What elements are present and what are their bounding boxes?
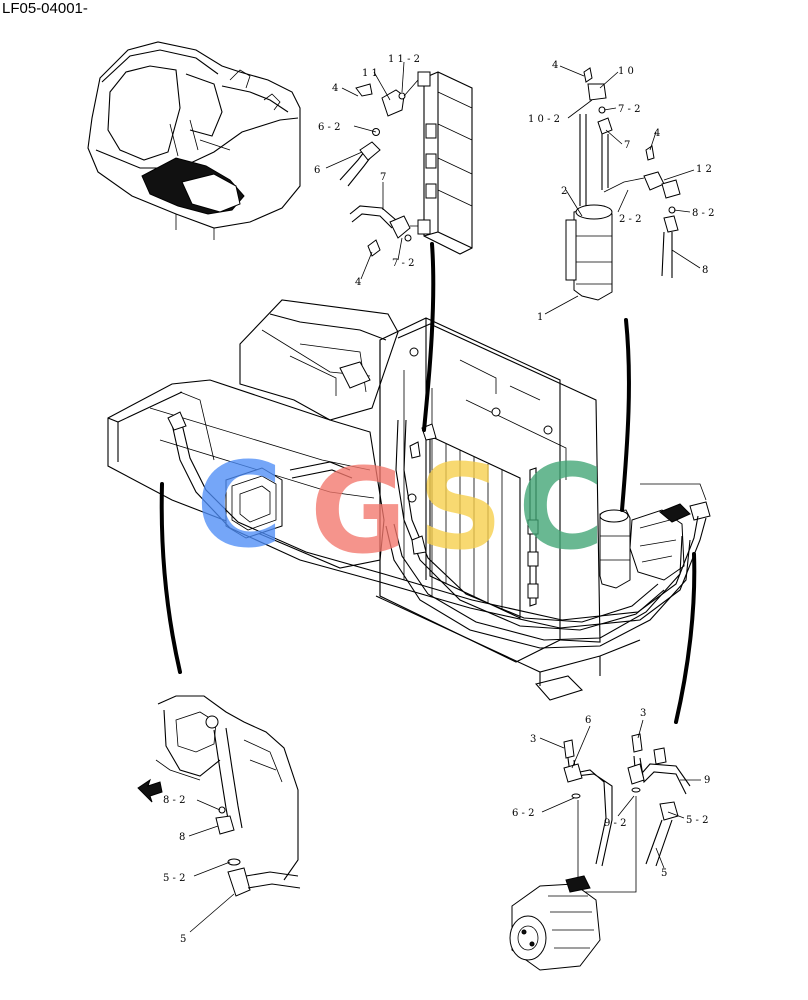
watermark: C G S C [196, 436, 605, 580]
connection-curves [159, 242, 697, 724]
callout-4: 4 [654, 128, 660, 139]
callout-9-2: 9 - 2 [604, 818, 626, 829]
callout-8-2: 8 - 2 [163, 795, 185, 806]
callout-4: 4 [552, 60, 558, 71]
callout-5-2: 5 - 2 [686, 815, 708, 826]
condenser-detail [339, 71, 473, 257]
watermark-letter: C [196, 436, 283, 574]
callout-11: 1 1 [362, 68, 378, 79]
bottom-right-detail [509, 733, 691, 971]
callout-9: 9 [704, 775, 710, 786]
callout-4: 4 [355, 277, 361, 288]
page-title: LF05-04001- [2, 0, 88, 17]
callout-8: 8 [702, 265, 708, 276]
callout-7-2: 7 - 2 [618, 104, 640, 115]
callout-8: 8 [179, 832, 185, 843]
callout-11-2: 1 1 - 2 [388, 54, 420, 65]
leader-lines [188, 61, 701, 933]
callout-3: 3 [640, 708, 646, 719]
callout-6-2: 6 - 2 [512, 808, 534, 819]
bottom-left-detail [137, 695, 301, 897]
callout-2: 2 [561, 186, 567, 197]
callout-12: 1 2 [696, 164, 712, 175]
callout-5: 5 [180, 934, 186, 945]
callout-1: 1 [537, 312, 543, 323]
callout-3: 3 [530, 734, 536, 745]
watermark-letter: S [418, 438, 503, 576]
callout-6-2: 6 - 2 [318, 122, 340, 133]
main-assembly [107, 299, 711, 701]
callout-6: 6 [314, 165, 320, 176]
callout-4: 4 [332, 83, 338, 94]
callout-10-2: 1 0 - 2 [528, 114, 560, 125]
receiver-drier-detail [565, 67, 681, 301]
callout-labels: 1 1 - 2 1 1 4 6 - 2 6 7 7 - 2 4 4 1 0 1 … [163, 54, 714, 945]
callout-5: 5 [661, 868, 667, 879]
callout-2-2: 2 - 2 [619, 214, 641, 225]
watermark-letter: C [518, 438, 605, 576]
callout-5-2: 5 - 2 [163, 873, 185, 884]
callout-7: 7 [380, 172, 386, 183]
callout-10: 1 0 [618, 66, 634, 77]
watermark-letter: G [310, 442, 407, 580]
callout-7-2: 7 - 2 [392, 258, 414, 269]
callout-6: 6 [585, 715, 591, 726]
callout-7: 7 [624, 140, 630, 151]
callout-8-2: 8 - 2 [692, 208, 714, 219]
cab-illustration [87, 41, 301, 240]
